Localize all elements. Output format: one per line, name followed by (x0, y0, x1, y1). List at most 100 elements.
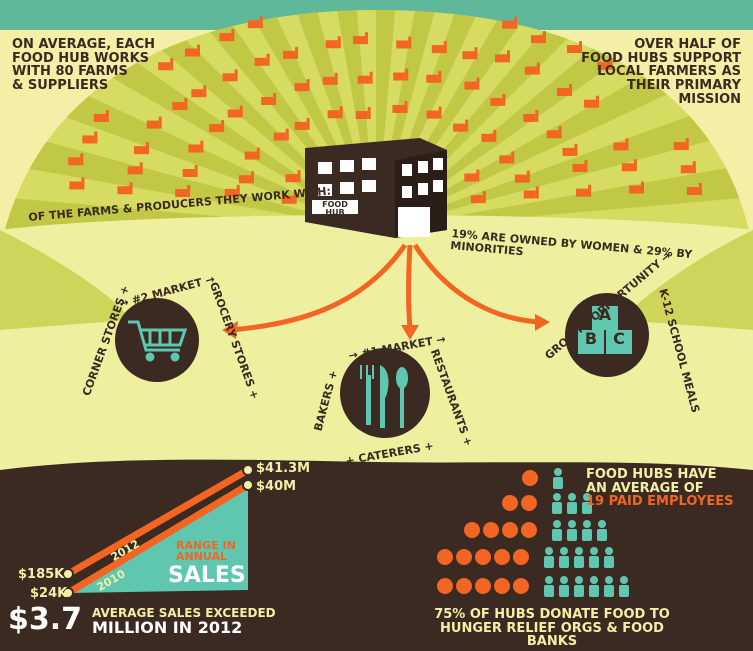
employees-line: FOOD HUBS HAVE (586, 467, 717, 482)
employees-highlight: 19 PAID EMPLOYEES (586, 494, 734, 510)
farm-icon (392, 100, 408, 113)
avg-amount: $3.7 (8, 602, 83, 637)
farm-icon (175, 185, 191, 198)
farm-icon (426, 70, 442, 83)
person-icon (604, 576, 614, 597)
person-icon (552, 520, 562, 541)
farm-icon (393, 68, 409, 81)
sales-line-2010 (66, 481, 250, 597)
farm-icon (530, 31, 546, 44)
farm-icon (464, 77, 480, 90)
donate-line: HUNGER RELIEF ORGS & FOOD BANKS (440, 620, 664, 650)
apple-icon (502, 522, 518, 538)
apple-icon (437, 549, 453, 565)
arrow-to-market1 (406, 244, 413, 329)
person-icon (559, 547, 569, 568)
farm-icon (431, 41, 447, 54)
farm-icon (453, 119, 469, 132)
hill-ray (306, 10, 376, 230)
arrow-to-market2 (229, 243, 408, 333)
person-icon (559, 576, 569, 597)
farm-icon (322, 72, 338, 85)
donate-note: 75% OF HUBS DONATE FOOD TO HUNGER RELIEF… (432, 608, 672, 649)
apple-icon (494, 549, 510, 565)
hill-ray (0, 126, 376, 230)
employees-line: AN AVERAGE OF (586, 480, 704, 496)
farm-icon (191, 85, 207, 98)
hill-ray (376, 10, 411, 230)
food-hub-building (305, 138, 447, 238)
person-icon (597, 520, 607, 541)
abc-blocks-icon (578, 306, 632, 354)
farm-icon (93, 109, 109, 122)
person-icon (589, 576, 599, 597)
apple-icon (437, 578, 453, 594)
range-title: RANGE IN ANNUAL (176, 540, 236, 562)
farm-icon (621, 159, 637, 172)
farm-icon (327, 106, 343, 119)
person-icon (574, 576, 584, 597)
farm-icon (572, 159, 588, 172)
person-icon (589, 547, 599, 568)
farm-icon (490, 93, 506, 106)
person-icon (567, 493, 577, 514)
apple-icon (456, 549, 472, 565)
farm-icon (133, 142, 149, 155)
person-icon (619, 576, 629, 597)
person-icon (582, 493, 592, 514)
farm-icon (285, 170, 301, 183)
person-icon (574, 547, 584, 568)
farm-icon (613, 138, 629, 151)
farm-icon (355, 106, 371, 119)
apple-icon (513, 578, 529, 594)
farm-icon (172, 98, 188, 111)
top-right-line: FOOD HUBS SUPPORT (581, 50, 741, 66)
farm-icon (628, 181, 644, 194)
farm-icon (127, 162, 143, 175)
arrow-head-market2 (222, 321, 238, 339)
farm-icon (499, 151, 515, 164)
apple-icon (513, 549, 529, 565)
farm-icon (224, 184, 240, 197)
hill-ray (376, 10, 546, 230)
meadow-right (620, 230, 753, 330)
farm-icon (294, 79, 310, 92)
farm-icon (82, 131, 98, 144)
farm-icon (227, 105, 243, 118)
hill-ray (239, 10, 376, 230)
farm-icon (146, 116, 162, 129)
range-big: SALES (168, 563, 246, 588)
farm-icon (523, 186, 539, 199)
farm-icon (576, 184, 592, 197)
apple-icon (464, 522, 480, 538)
farm-icon (294, 117, 310, 130)
arrow-head-growth (535, 314, 550, 331)
person-icon (567, 520, 577, 541)
apple-icon (502, 495, 518, 511)
apple-icon (522, 470, 538, 486)
arrow-head-market1 (401, 325, 419, 340)
farm-icon (686, 183, 702, 196)
farm-icon (514, 170, 530, 183)
farm-icon (188, 140, 204, 153)
farm-icon (462, 47, 478, 60)
farm-icon (222, 69, 238, 82)
person-icon (552, 493, 562, 514)
apple-icon (475, 549, 491, 565)
donate-line: 75% OF HUBS DONATE FOOD TO (434, 607, 670, 622)
top-right-line: MISSION (678, 91, 741, 107)
person-icon (604, 547, 614, 568)
block-a: A (598, 305, 612, 324)
farm-icon (680, 161, 696, 174)
farm-icon (396, 36, 412, 49)
top-left-line: & SUPPLIERS (12, 77, 109, 93)
farm-icon (597, 57, 613, 70)
market2-circle (115, 298, 199, 382)
range-line: RANGE IN (176, 539, 236, 552)
farm-icon (219, 29, 235, 42)
apple-icon (475, 578, 491, 594)
apple-icon (456, 578, 472, 594)
farm-icon (494, 50, 510, 63)
